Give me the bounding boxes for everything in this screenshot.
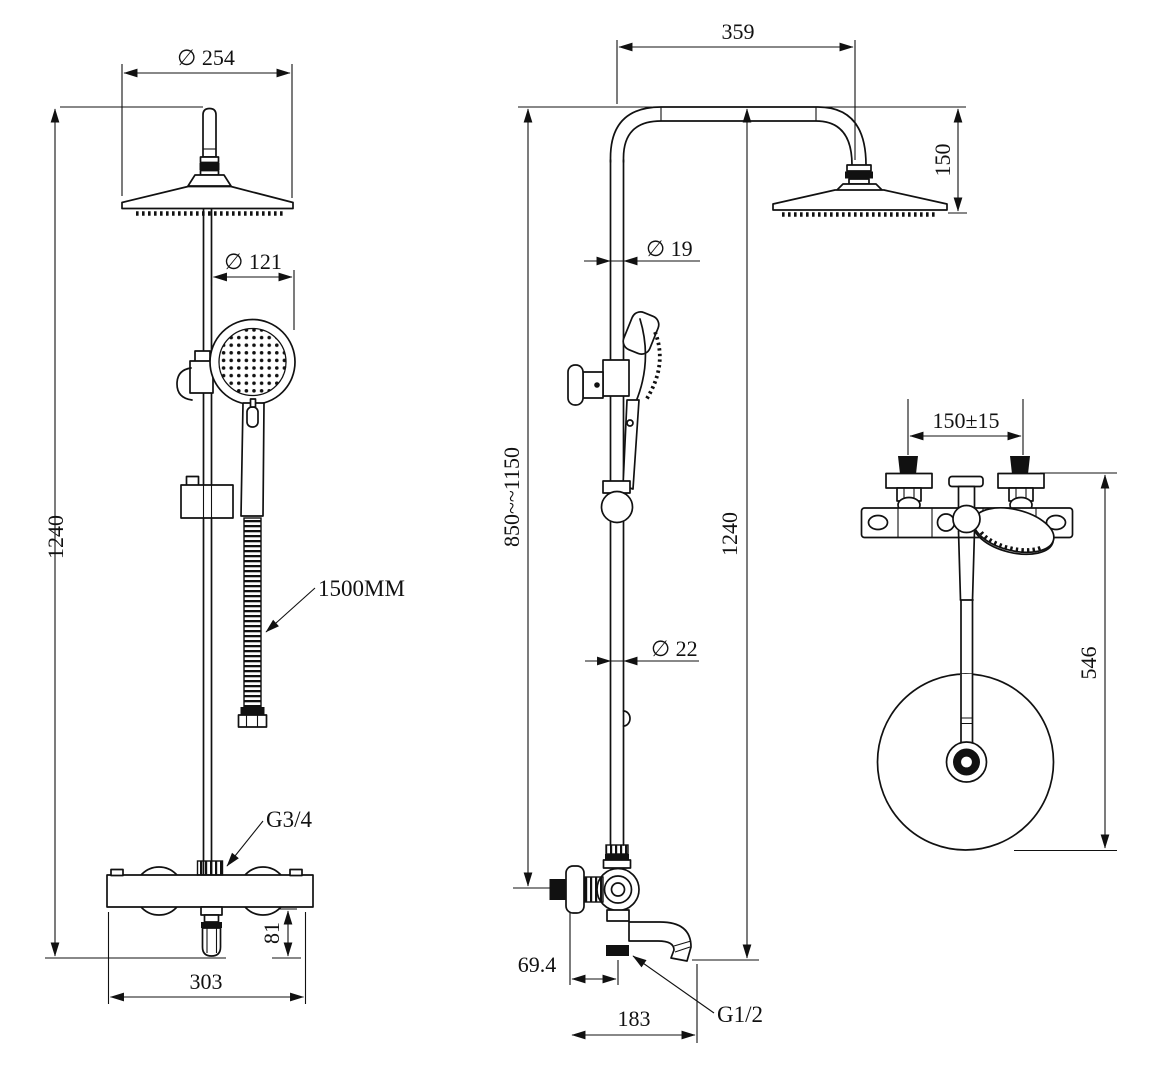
top-ball-joint [952, 504, 981, 534]
front-riser-pipe [202, 207, 213, 877]
label-inlet-thread: G3/4 [266, 807, 313, 832]
front-slider-clamp [180, 475, 234, 519]
side-overhead-shower [772, 164, 948, 217]
side-hand-shower [567, 311, 662, 490]
dim-valve-width: 303 [190, 969, 223, 994]
dim-head-drop: 150 [930, 144, 955, 177]
front-overhead-shower [121, 107, 294, 216]
side-temperature-knob [549, 879, 567, 900]
front-slider-bracket [176, 350, 214, 401]
g34-leader-line [226, 820, 264, 867]
side-ball-joint [600, 480, 634, 524]
top-labels: 150±15 546 [932, 408, 1101, 680]
top-head-center-hub [945, 741, 988, 783]
dim-wall-to-head-edge: 546 [1076, 647, 1101, 680]
top-parts [860, 456, 1074, 851]
top-right-wall-union [997, 456, 1045, 514]
top-center-knob [948, 475, 984, 511]
dim-spout-drop: 81 [259, 922, 284, 944]
label-outlet-thread: G1/2 [717, 1002, 763, 1027]
top-left-wall-union [885, 456, 933, 514]
dim-front-total-height: 1240 [43, 515, 68, 559]
top-arm-pipe [957, 530, 976, 752]
label-hose-length: 1500MM [318, 576, 405, 601]
hose-leader-line [265, 587, 316, 633]
dim-wall-to-outlet: 69.4 [518, 952, 557, 977]
dim-inlet-spacing: 150±15 [932, 408, 999, 433]
front-inlet-nut [196, 860, 224, 876]
front-view: ∅ 254 ∅ 121 1240 81 303 1500MM G3/4 [43, 45, 405, 1004]
dim-wall-to-spout-tip: 183 [618, 1006, 651, 1031]
side-parts [549, 106, 948, 962]
side-labels: 359 150 ∅ 19 850~~1150 1240 ∅ 22 69.4 18… [499, 19, 955, 1031]
side-tub-spout [628, 921, 692, 962]
front-parts [106, 107, 314, 957]
side-g12-outlet [606, 945, 629, 956]
front-shower-hose [237, 517, 268, 728]
front-spout-down [201, 927, 222, 957]
dim-upper-pipe-diameter: ∅ 19 [646, 236, 693, 261]
dim-head-diameter: ∅ 254 [177, 45, 235, 70]
dim-lower-pipe-diameter: ∅ 22 [651, 636, 698, 661]
front-dim-lines [45, 64, 307, 1004]
side-shower-arm [609, 106, 867, 166]
side-view: 359 150 ∅ 19 850~~1150 1240 ∅ 22 69.4 18… [499, 19, 967, 1043]
front-hand-shower [209, 318, 296, 517]
front-hand-shower-face [218, 327, 287, 397]
side-valve [549, 844, 692, 962]
front-labels: ∅ 254 ∅ 121 1240 81 303 1500MM G3/4 [43, 45, 405, 994]
g12-leader-line [632, 955, 715, 1014]
dim-arm-reach: 359 [722, 19, 755, 44]
side-pipe-pin [622, 710, 631, 727]
top-view: 150±15 546 [860, 399, 1117, 852]
dim-side-total-height: 1240 [717, 512, 742, 556]
front-valve-body [106, 860, 314, 957]
dim-hand-shower-diameter: ∅ 121 [224, 249, 282, 274]
side-hand-shower-spray-face [644, 331, 662, 402]
top-dim-lines [907, 399, 1117, 852]
dim-adjustable-height: 850~~1150 [499, 447, 524, 547]
